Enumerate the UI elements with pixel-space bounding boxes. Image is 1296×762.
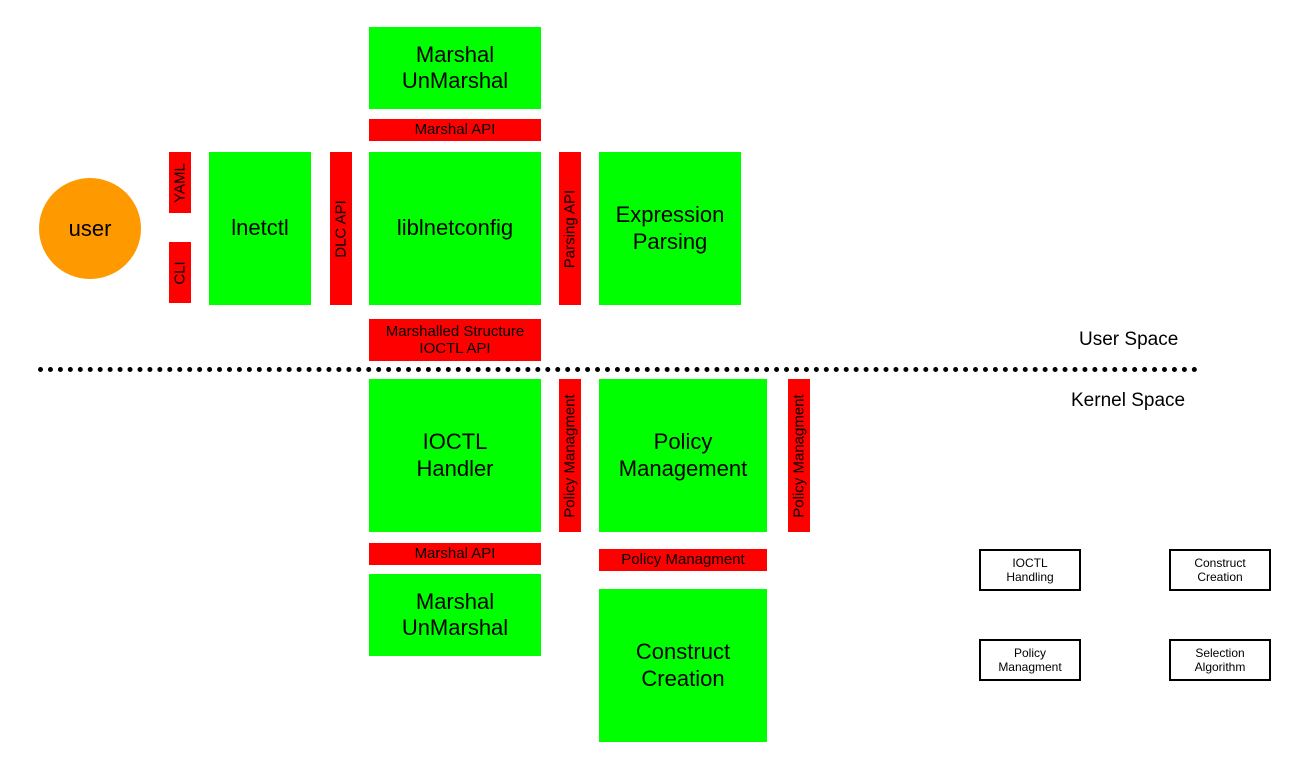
liblnetconfig-component: liblnetconfig [369,152,541,305]
marshalled-structure-ioctl-api: Marshalled Structure IOCTL API [369,319,541,361]
kernel-space-label: Kernel Space [1071,390,1186,411]
legend-ioctl-handling-label: IOCTL Handling [1006,555,1054,584]
yaml-label: YAML [171,162,189,203]
cli-label: CLI [171,260,189,285]
marshal-unmarshal-bottom-label: Marshal UnMarshal [401,588,509,640]
lnetctl-component: lnetctl [209,152,311,305]
expression-parsing-label: Expression Parsing [615,202,725,254]
policy-managment-api-vertical-1-label: Policy Managment [561,393,579,518]
lnetctl-label: lnetctl [231,215,289,241]
marshalled-structure-ioctl-api-label: Marshalled Structure IOCTL API [385,322,525,357]
user-space-label: User Space [1079,329,1179,350]
construct-creation-component: Construct Creation [599,589,767,742]
marshal-api-bottom: Marshal API [369,543,541,565]
user-label: user [68,215,112,241]
policy-management-label: Policy Management [618,429,748,481]
marshal-api-bottom-label: Marshal API [414,545,496,563]
expression-parsing-component: Expression Parsing [599,152,741,305]
marshal-unmarshal-top: Marshal UnMarshal [369,27,541,109]
ioctl-handler-label: IOCTL Handler [416,429,494,481]
policy-managment-api-vertical-1: Policy Managment [559,379,581,532]
yaml-interface: YAML [169,152,191,213]
marshal-unmarshal-top-label: Marshal UnMarshal [401,41,509,93]
marshal-unmarshal-bottom: Marshal UnMarshal [369,574,541,656]
legend-selection-algorithm-label: Selection Algorithm [1194,645,1246,674]
legend-selection-algorithm: Selection Algorithm [1169,639,1271,681]
legend-policy-managment: Policy Managment [979,639,1081,681]
liblnetconfig-label: liblnetconfig [396,215,514,241]
parsing-api: Parsing API [559,152,581,305]
marshal-api-top: Marshal API [369,119,541,141]
parsing-api-label: Parsing API [561,189,579,268]
dlc-api-label: DLC API [332,199,350,258]
legend-policy-managment-label: Policy Managment [998,645,1062,674]
legend-construct-creation-label: Construct Creation [1194,555,1246,584]
ioctl-handler-component: IOCTL Handler [369,379,541,532]
marshal-api-top-label: Marshal API [414,121,496,139]
legend-construct-creation: Construct Creation [1169,549,1271,591]
legend-ioctl-handling: IOCTL Handling [979,549,1081,591]
policy-managment-api-vertical-2-label: Policy Managment [790,393,808,518]
policy-managment-api-horizontal-label: Policy Managment [621,551,745,569]
user-node: user [39,178,141,279]
construct-creation-label: Construct Creation [635,639,731,691]
user-kernel-divider [38,367,1198,372]
policy-management-component: Policy Management [599,379,767,532]
cli-interface: CLI [169,242,191,303]
dlc-api: DLC API [330,152,352,305]
policy-managment-api-vertical-2: Policy Managment [788,379,810,532]
policy-managment-api-horizontal: Policy Managment [599,549,767,571]
